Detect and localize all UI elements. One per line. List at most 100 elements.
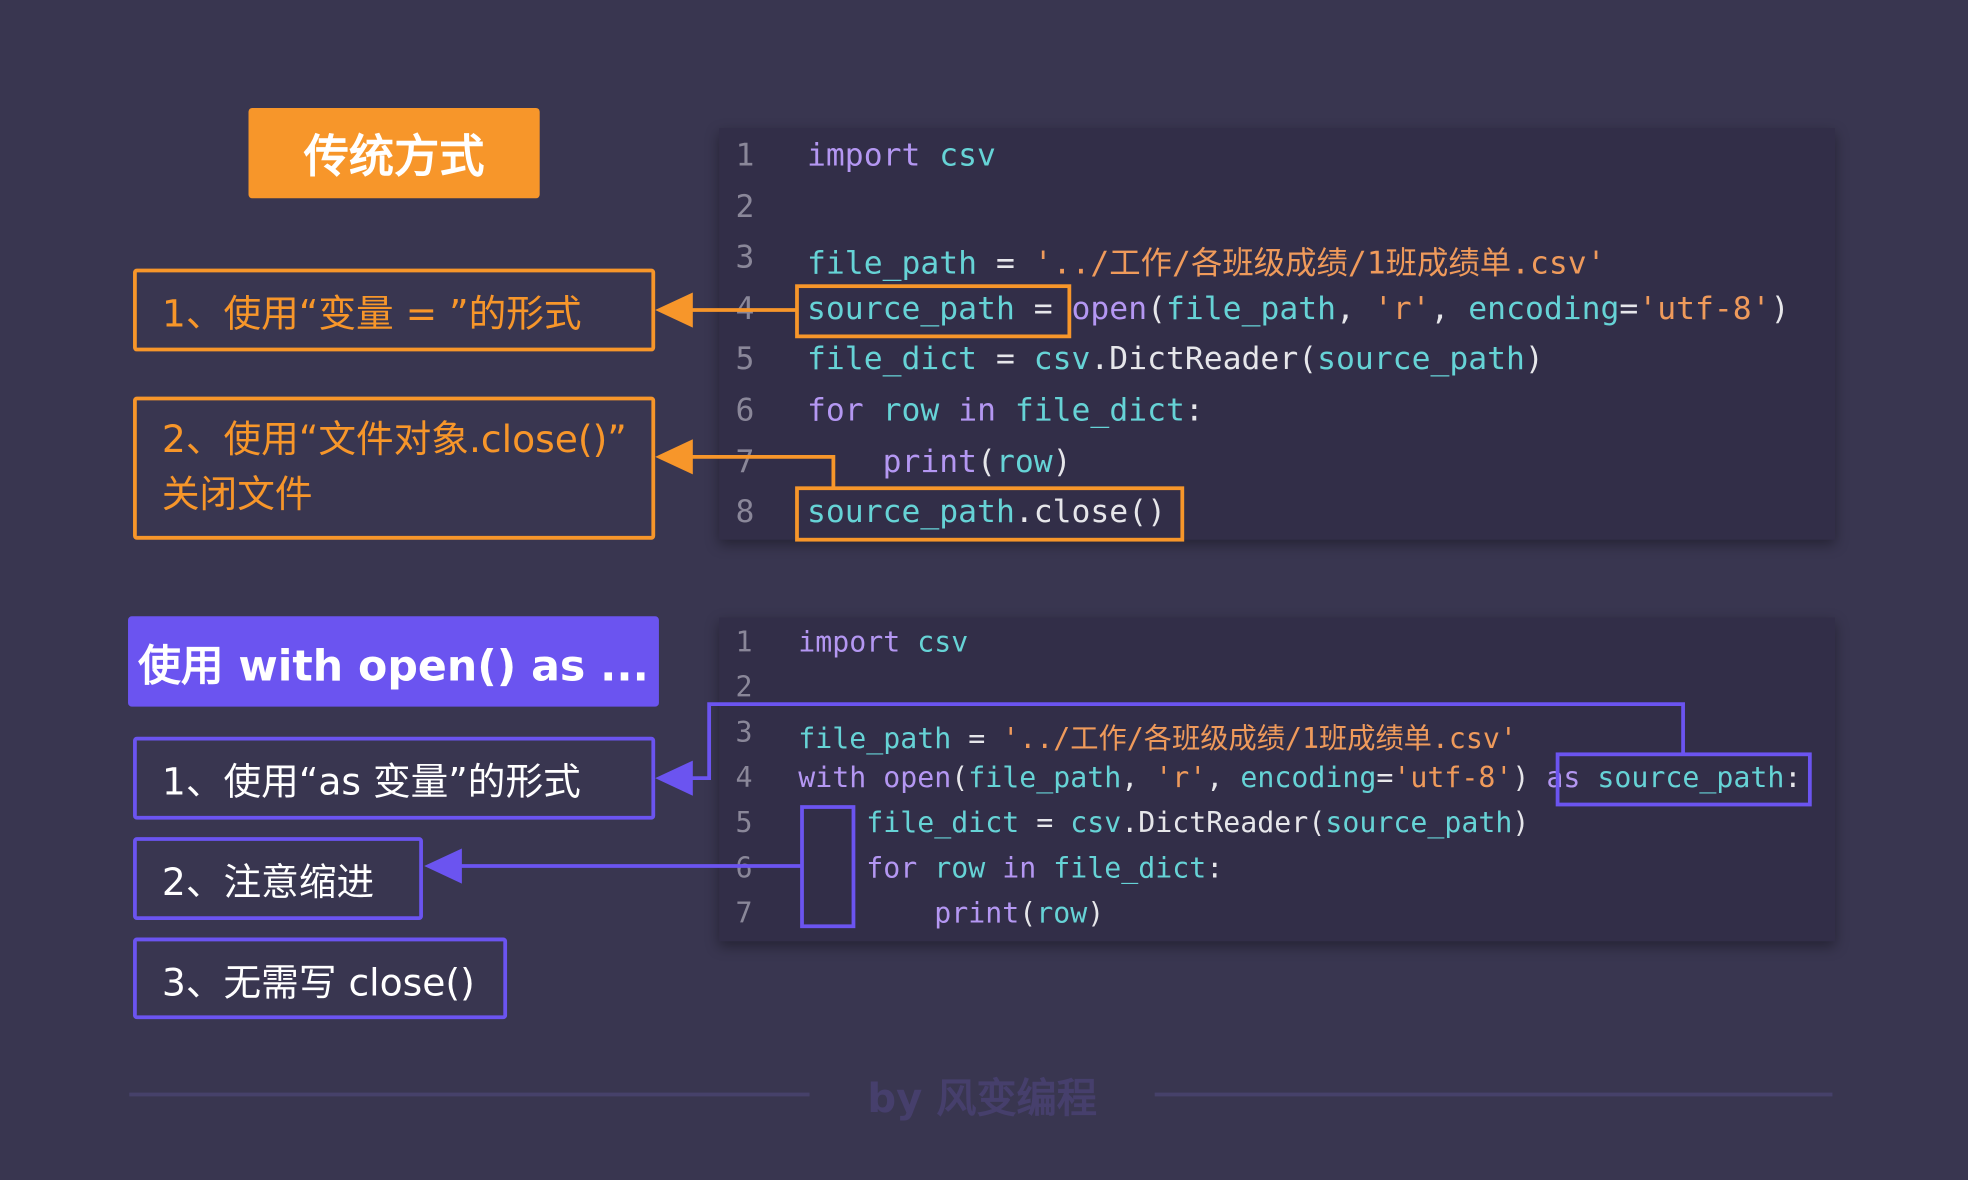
code-token: encoding (1240, 761, 1377, 795)
code-line: file_path = '../工作/各班级成绩/1班成绩单.csv' (798, 717, 1517, 757)
with-open-title: 使用 with open() as ... (128, 616, 659, 707)
code-line: with open(file_path, 'r', encoding='utf-… (798, 762, 1801, 795)
code-token: ) (1087, 897, 1105, 931)
code-token: as (1546, 761, 1598, 795)
code-token: , (1206, 761, 1241, 795)
line-number: 5 (735, 807, 753, 840)
code-token: '../工作/各班级成绩/1班成绩单.csv' (1033, 244, 1606, 282)
code-token: import (798, 626, 918, 659)
traditional-note-2: 2、使用“文件对象.close()” 关闭文件 (133, 396, 656, 540)
traditional-note-1: 1、使用“变量 = ”的形式 (133, 268, 656, 352)
line-number: 2 (735, 671, 753, 705)
code-token: ) (1512, 761, 1547, 795)
code-token: ( (977, 442, 996, 479)
code-token: .DictReader( (1090, 340, 1318, 378)
code-token: open (883, 761, 952, 795)
code-token: row (995, 442, 1053, 479)
note-2-line-2: 关闭文件 (161, 473, 313, 518)
line-number: 6 (735, 391, 755, 428)
code-line: source_path = open(file_path, 'r', encod… (807, 290, 1789, 326)
code-token: : (1784, 761, 1802, 795)
code-token: = (1619, 289, 1639, 327)
code-token: : (1184, 391, 1204, 428)
code-line: source_path.close() (807, 493, 1166, 529)
code-token: source_path (807, 289, 1015, 327)
code-token: '../工作/各班级成绩/1班成绩单.csv' (1002, 722, 1517, 756)
highlight-as-variable (1555, 752, 1812, 807)
code-token: source_path (1597, 761, 1785, 795)
code-line: file_dict = csv.DictReader(source_path) (807, 341, 1544, 377)
code-token: for (807, 391, 883, 428)
code-token: file_dict (1014, 391, 1185, 428)
highlight-source-path-assign (795, 284, 1072, 339)
code-token: , (1121, 761, 1156, 795)
code-token: ) (1524, 340, 1544, 378)
line-number: 8 (735, 493, 755, 530)
arrow-head-icon (424, 848, 462, 884)
code-token: 'r' (1155, 761, 1207, 795)
line-number: 1 (735, 626, 753, 659)
code-token: in (1002, 852, 1054, 885)
code-token: .close() (1014, 493, 1166, 530)
code-token: open (1071, 289, 1148, 327)
code-line: import csv (798, 626, 968, 659)
line-number: 7 (735, 897, 753, 931)
code-token: , (1336, 289, 1374, 327)
code-token: ) (1512, 807, 1530, 840)
code-token: for (798, 852, 935, 885)
code-token: encoding (1468, 289, 1620, 327)
code-line: import csv (807, 137, 996, 173)
code-token: ) (1052, 442, 1072, 479)
connector-3 (687, 702, 1685, 781)
highlight-close-call (795, 486, 1185, 542)
code-token: with (798, 761, 884, 795)
code-token: csv (1070, 807, 1122, 840)
code-token: file_dict (798, 807, 1020, 840)
code-token: ( (1019, 897, 1037, 931)
code-line: file_path = '../工作/各班级成绩/1班成绩单.csv' (807, 239, 1606, 284)
code-token: source_path (807, 493, 1015, 530)
code-token: ( (951, 761, 969, 795)
line-number: 2 (735, 187, 755, 225)
line-number: 4 (735, 761, 753, 795)
code-token: = (977, 244, 1034, 282)
arrow-head-icon (655, 760, 693, 796)
code-token: ( (1147, 289, 1167, 327)
code-token: row (882, 391, 959, 428)
code-token: csv (1033, 340, 1091, 378)
with-open-note-2: 2、注意缩进 (133, 837, 423, 920)
code-token: file_path (1166, 289, 1337, 327)
line-number: 6 (735, 852, 753, 885)
code-token: row (1036, 897, 1088, 931)
code-token: 'utf-8' (1393, 761, 1513, 795)
code-token: csv (939, 136, 996, 174)
code-token: source_path (1317, 340, 1525, 378)
code-line: print(row) (807, 443, 1072, 479)
code-line: for row in file_dict: (807, 392, 1204, 428)
code-token: = (977, 340, 1034, 378)
line-number: 4 (735, 289, 755, 327)
code-token: = (1376, 761, 1394, 795)
code-token: : (1206, 852, 1224, 885)
code-token: print (798, 897, 1020, 931)
line-number: 7 (735, 442, 755, 479)
with-open-note-3: 3、无需写 close() (133, 937, 508, 1020)
highlight-indent (800, 805, 856, 929)
with-open-note-1: 1、使用“as 变量”的形式 (133, 736, 656, 820)
code-line: print(row) (798, 897, 1104, 930)
note-2-line-1: 2、使用“文件对象.close()” (161, 417, 627, 462)
code-line: file_dict = csv.DictReader(source_path) (798, 807, 1529, 840)
code-token: = (951, 722, 1003, 756)
code-token: ) (1770, 289, 1790, 327)
code-token: .DictReader( (1121, 807, 1326, 840)
code-line: for row in file_dict: (798, 852, 1223, 885)
arrow-head-icon (655, 292, 693, 328)
code-token: , (1430, 289, 1469, 327)
code-token: csv (917, 626, 969, 659)
code-token: import (807, 136, 940, 174)
code-token: file_path (798, 722, 952, 756)
